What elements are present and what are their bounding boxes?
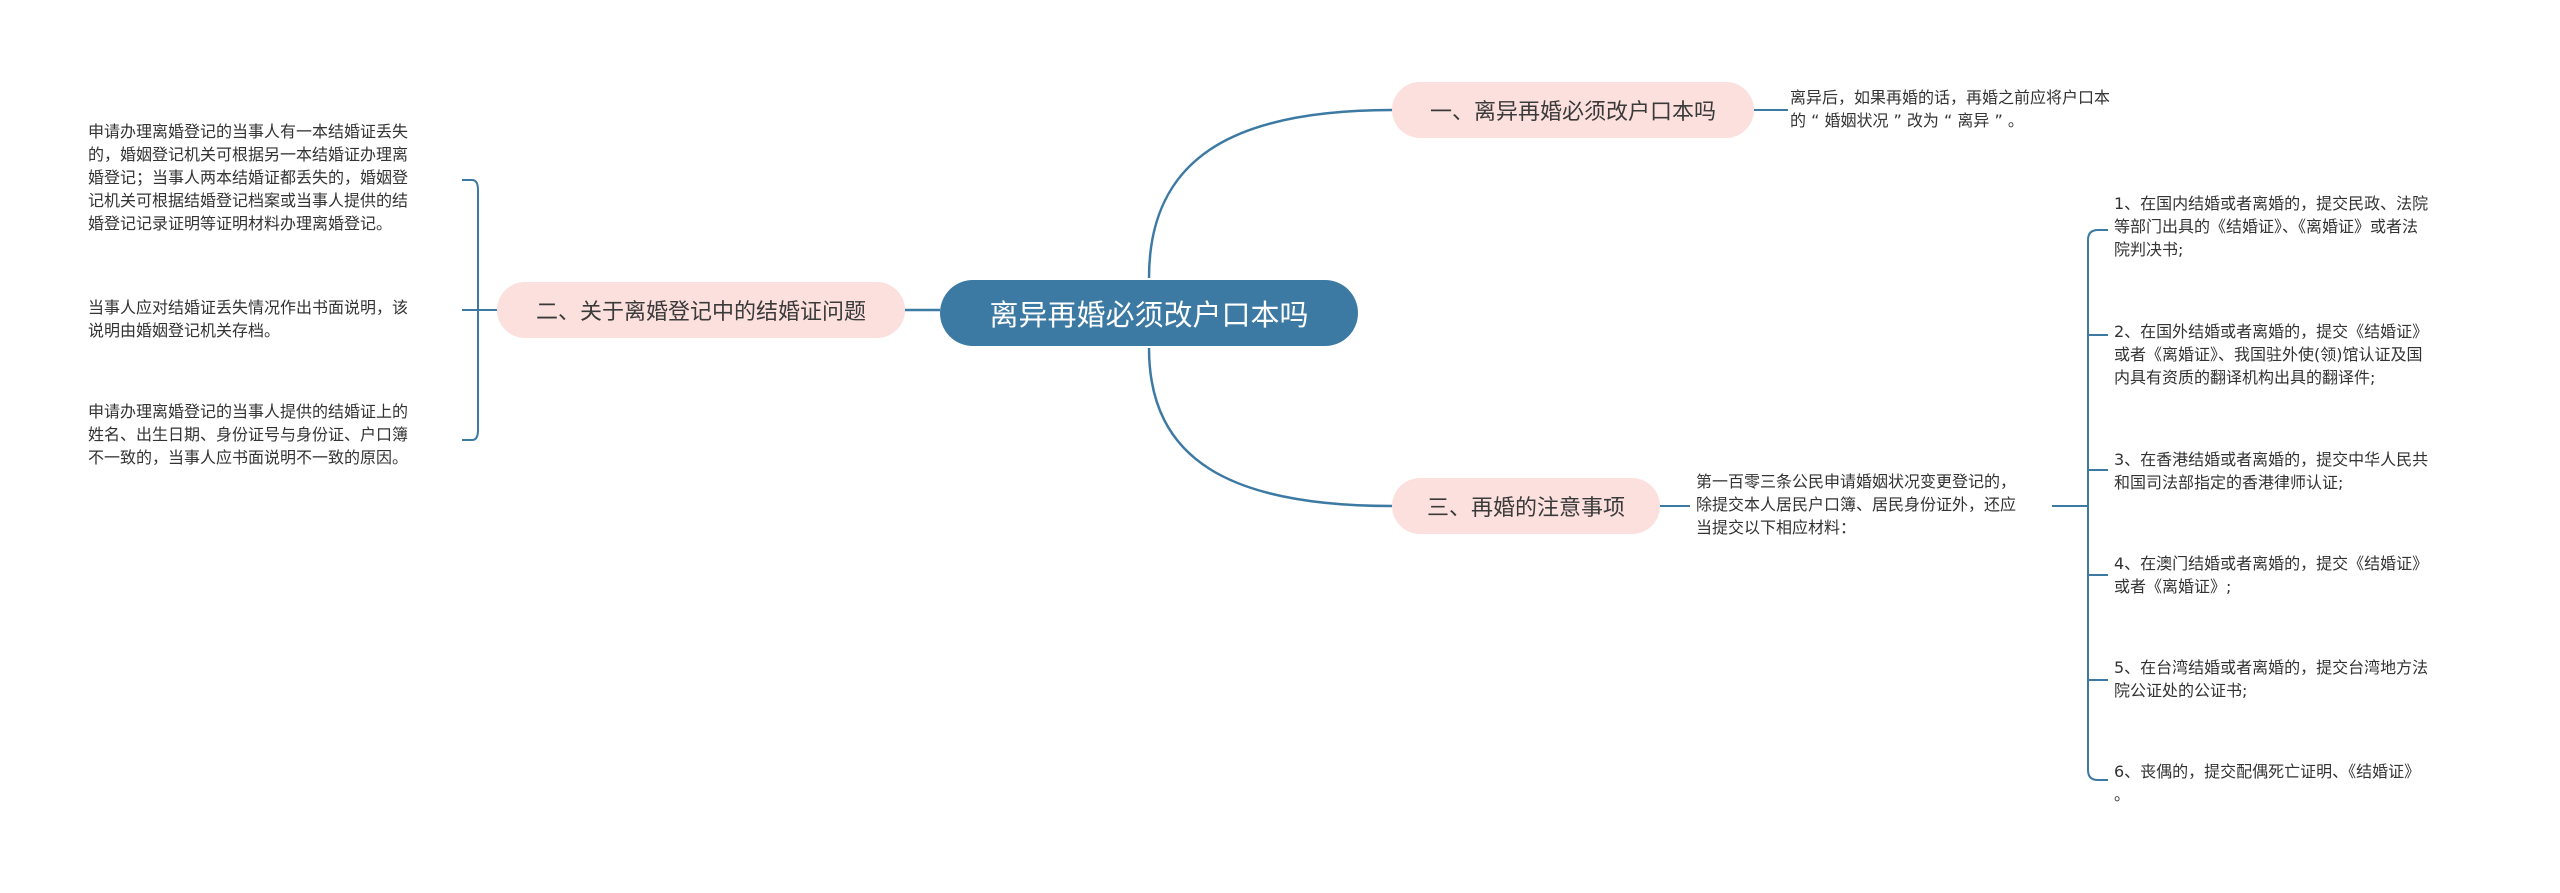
branch-3-item-1: 1、在国内结婚或者离婚的，提交民政、法院 等部门出具的《结婚证》、《离婚证》或者…	[2114, 194, 2429, 259]
connector-root-branch3	[1147, 347, 1393, 508]
branch-2-detail-1: 申请办理离婚登记的当事人有一本结婚证丢失 的，婚姻登记机关可根据另一本结婚证办理…	[88, 122, 409, 233]
branch-2-detail-3: 申请办理离婚登记的当事人提供的结婚证上的 姓名、出生日期、身份证号与身份证、户口…	[88, 402, 409, 467]
branch-1-detail: 离异后，如果再婚的话，再婚之前应将户口本 的 “ 婚姻状况 ” 改为 “ 离异 …	[1790, 88, 2111, 130]
root-topic[interactable]: 离异再婚必须改户口本吗	[940, 280, 1358, 346]
branch-3-item-6: 6、丧偶的，提交配偶死亡证明、《结婚证》 。	[2114, 762, 2421, 804]
connector-root-branch1	[1147, 108, 1393, 279]
branch-3-item-2: 2、在国外结婚或者离婚的，提交《结婚证》 或者《离婚证》、我国驻外使(领)馆认证…	[2114, 322, 2429, 387]
branch-2-detail-2: 当事人应对结婚证丢失情况作出书面说明，该 说明由婚姻登记机关存档。	[88, 298, 409, 340]
branch-3-topic[interactable]: 三、再婚的注意事项	[1392, 478, 1660, 534]
branch-1-topic[interactable]: 一、离异再婚必须改户口本吗	[1392, 82, 1754, 138]
connector-intro-bracket	[2052, 229, 2099, 781]
branch-2-topic[interactable]: 二、关于离婚登记中的结婚证问题	[497, 282, 905, 338]
branch-3-intro: 第一百零三条公民申请婚姻状况变更登记的， 除提交本人居民户口簿、居民身份证外，还…	[1696, 472, 2017, 537]
branch-3-item-3: 3、在香港结婚或者离婚的，提交中华人民共 和国司法部指定的香港律师认证;	[2114, 450, 2429, 492]
branch-3-item-5: 5、在台湾结婚或者离婚的，提交台湾地方法 院公证处的公证书;	[2114, 658, 2429, 700]
branch-3-item-4: 4、在澳门结婚或者离婚的，提交《结婚证》 或者《离婚证》;	[2114, 554, 2429, 596]
